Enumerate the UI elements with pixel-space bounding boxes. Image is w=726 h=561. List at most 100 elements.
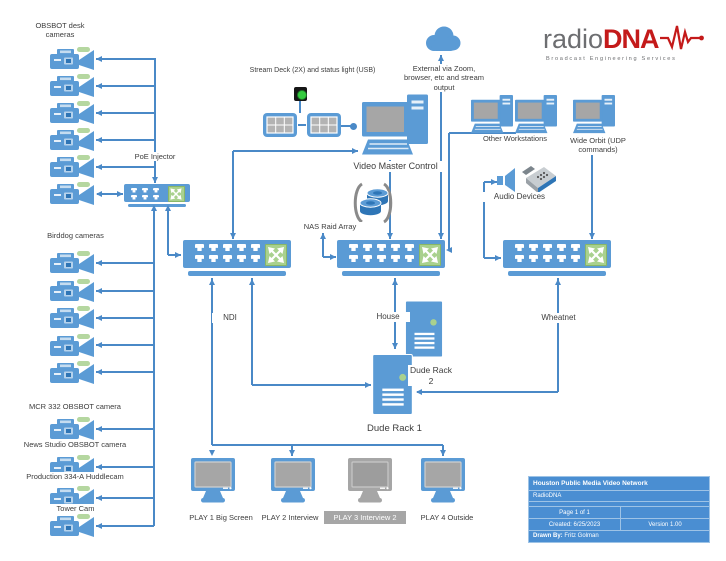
connector-line — [96, 428, 154, 430]
play2-label: PLAY 2 Interview — [254, 513, 326, 523]
connector-arrow — [96, 190, 102, 197]
connector-line — [299, 100, 301, 113]
connector-arrow — [174, 251, 181, 258]
obsbot-desk-cameras-label: OBSBOT desk cameras — [28, 21, 92, 40]
connector-line — [448, 133, 450, 250]
connector-line — [96, 525, 154, 527]
connector-arrow — [437, 55, 444, 61]
connector-arrow — [494, 254, 501, 261]
play4-monitor-icon — [420, 458, 466, 505]
title-block-created: Created: 6/25/2023 — [529, 519, 621, 530]
connector-arrow — [554, 279, 561, 285]
obsbot-desk-camera-icon — [50, 128, 96, 154]
speaker-icon — [497, 168, 517, 192]
ndi-network-label: NDI — [212, 313, 248, 323]
nas-raid-array-label: NAS Raid Array — [294, 222, 366, 232]
connector-line — [96, 290, 154, 292]
radiodna-logo: radioDNA Broadcast Engineering Services — [543, 22, 711, 62]
birddog-camera-icon — [50, 333, 96, 360]
connector-arrow — [329, 253, 336, 260]
connector-arrow — [116, 190, 123, 197]
stream-deck-icon — [306, 112, 342, 138]
play1-monitor-icon — [190, 458, 236, 505]
connector-arrow — [150, 205, 157, 211]
connector-arrow — [96, 368, 102, 375]
house-switch-icon — [337, 240, 445, 268]
connector-arrow — [96, 55, 102, 62]
connector-arrow — [151, 176, 158, 183]
connector-line — [417, 391, 558, 393]
connector-dot — [350, 122, 357, 130]
connector-line — [440, 55, 442, 239]
connector-line — [96, 344, 154, 346]
connector-arrow — [96, 314, 102, 321]
connector-line — [96, 139, 156, 141]
connector-arrow — [319, 233, 326, 239]
birddog-camera-icon — [50, 278, 96, 305]
title-block: Houston Public Media Video Network Radio… — [528, 476, 710, 543]
connector-arrow — [96, 136, 102, 143]
mcr-camera-icon — [50, 417, 96, 443]
connector-line — [484, 257, 501, 259]
connector-arrow — [588, 232, 595, 239]
tower-cam-icon — [50, 514, 96, 540]
title-block-title: Houston Public Media Video Network — [529, 477, 709, 491]
external-zoom-label: External via Zoom, browser, etc and stre… — [398, 64, 490, 93]
connector-line — [340, 125, 354, 127]
workstation-icon — [514, 94, 558, 136]
connector-line — [153, 205, 155, 526]
connector-line — [96, 166, 156, 168]
connector-arrow — [96, 494, 102, 501]
poe-injector-label: PoE Injector — [131, 152, 179, 162]
stream-deck-label: Stream Deck (2X) and status light (USB) — [230, 67, 395, 76]
play1-label: PLAY 1 Big Screen — [180, 513, 262, 523]
birddog-cameras-label: Birddog cameras — [28, 231, 123, 241]
connector-line — [212, 444, 443, 446]
workstation-icon — [470, 94, 514, 136]
video-master-control-label: Video Master Control — [343, 161, 448, 173]
connector-line — [96, 262, 154, 264]
connector-arrow — [96, 287, 102, 294]
dude-rack-2-label: Dude Rack 2 — [408, 365, 454, 387]
connector-arrow — [208, 279, 215, 285]
connector-line — [483, 182, 485, 258]
stream-deck-icon — [262, 112, 298, 138]
phone-icon — [518, 162, 558, 198]
connector-line — [97, 193, 123, 195]
connector-arrow — [391, 279, 398, 285]
connector-line — [233, 150, 358, 152]
connector-line — [591, 136, 593, 239]
status-light-icon — [294, 87, 307, 101]
cloud-icon — [424, 26, 462, 53]
tower-cam-label: Tower Cam — [28, 504, 123, 514]
connector-arrow — [96, 109, 102, 116]
house-network-label: House — [366, 312, 410, 322]
obsbot-desk-camera-icon — [50, 47, 96, 73]
connector-line — [96, 497, 154, 499]
wide-orbit-label: Wide Orbit (UDP commands) — [553, 136, 643, 155]
play2-monitor-icon — [270, 458, 316, 505]
video-master-control-icon — [356, 93, 434, 159]
connector-arrow — [96, 522, 102, 529]
connector-arrow — [490, 178, 497, 185]
connector-arrow — [96, 425, 102, 432]
connector-arrow — [439, 449, 446, 456]
connector-arrow — [446, 246, 452, 253]
connector-arrow — [351, 147, 358, 154]
nas-raid-array-icon — [350, 181, 396, 225]
title-block-spacer — [529, 502, 709, 507]
house-switch-icon-shadow — [342, 271, 440, 276]
connector-line — [96, 112, 156, 114]
connector-arrow — [96, 341, 102, 348]
birddog-camera-icon — [50, 361, 96, 387]
wheatnet-switch-icon — [503, 240, 611, 268]
title-block-version: Version 1.00 — [648, 522, 682, 528]
connector-arrow — [96, 463, 102, 470]
connector-line — [167, 204, 169, 255]
connector-arrow — [208, 449, 215, 456]
connector-arrow — [391, 342, 398, 349]
connector-arrow — [288, 449, 295, 456]
connector-arrow — [96, 163, 102, 170]
connector-arrow — [96, 82, 102, 89]
connector-arrow — [364, 381, 371, 388]
